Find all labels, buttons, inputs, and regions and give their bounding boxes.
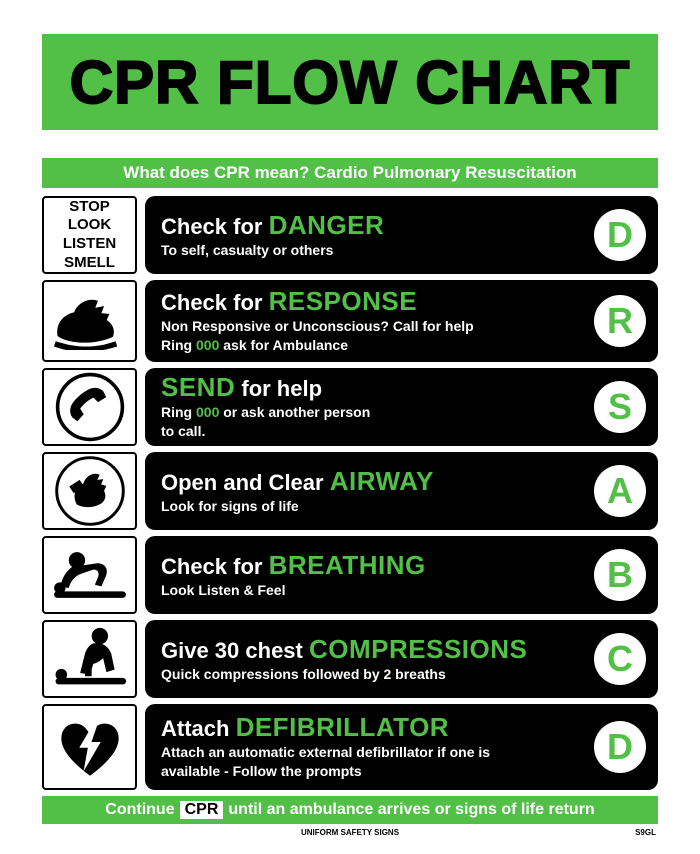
bottom-band: Continue CPR until an ambulance arrives …: [42, 796, 658, 824]
bottom-bar-prefix: Continue: [105, 801, 175, 818]
step-detail-line: Look Listen & Feel: [161, 581, 286, 598]
step-letter: D: [607, 726, 633, 767]
poster-title-band: CPR FLOW CHART: [42, 34, 658, 130]
step-letter: B: [607, 554, 633, 595]
step-letter-badge: A: [594, 465, 646, 517]
icon-word: LISTEN: [62, 235, 117, 252]
step-detail-line: Non Responsive or Unconscious? Call for …: [161, 317, 474, 334]
step-detail-line: Quick compressions followed by 2 breaths: [161, 665, 446, 682]
step-letter-badge: D: [594, 721, 646, 773]
step-heading: SEND for help: [161, 372, 323, 403]
check-breathing-icon: [42, 536, 137, 614]
step-heading: Check for BREATHING: [161, 549, 426, 580]
unconscious-person-icon: [42, 280, 137, 362]
bottom-bar-suffix: until an ambulance arrives or signs of l…: [228, 801, 595, 818]
step-letter-badge: D: [594, 209, 646, 261]
step-detail-line: Ring 000 or ask another person: [161, 403, 371, 420]
step-detail-line: available - Follow the prompts: [161, 763, 362, 780]
step-heading: Open and Clear AIRWAY: [161, 465, 434, 496]
subtitle-band: What does CPR mean? Cardio Pulmonary Res…: [42, 158, 658, 188]
sign-code: S9GL: [635, 828, 656, 837]
step-detail-line: To self, casualty or others: [161, 241, 334, 258]
step-detail-line: Ring 000 ask for Ambulance: [161, 337, 348, 354]
chest-compressions-icon: [42, 620, 137, 698]
icon-word: STOP: [69, 197, 110, 215]
poster-title: CPR FLOW CHART: [69, 48, 631, 117]
subtitle-text: What does CPR mean? Cardio Pulmonary Res…: [123, 163, 577, 182]
step-letter: S: [607, 386, 632, 427]
poster-footer: UNIFORM SAFETY SIGNS S9GL: [42, 828, 658, 837]
telephone-icon: [42, 368, 137, 446]
publisher-text: UNIFORM SAFETY SIGNS: [300, 828, 400, 837]
step-letter-badge: B: [594, 549, 646, 601]
head-tilt-airway-icon: [42, 452, 137, 530]
step-heading: Attach DEFIBRILLATOR: [161, 712, 450, 743]
defibrillator-heart-icon: [42, 704, 137, 790]
step-letter: R: [607, 300, 633, 341]
step-letter-badge: C: [594, 633, 646, 685]
step-letter-badge: R: [594, 295, 646, 347]
icon-word: SMELL: [64, 253, 115, 271]
step-letter-badge: S: [594, 381, 646, 433]
step-letter: D: [607, 214, 633, 255]
step-heading: Check for DANGER: [161, 209, 385, 240]
step-heading: Check for RESPONSE: [161, 286, 418, 317]
step-letter: A: [607, 470, 633, 511]
icon-word: LOOK: [67, 216, 112, 234]
step-detail-line: to call.: [161, 423, 206, 440]
cpr-chip: CPR: [179, 801, 224, 819]
step-detail-line: Look for signs of life: [161, 497, 299, 514]
step-letter: C: [607, 638, 633, 679]
step-heading: Give 30 chest COMPRESSIONS: [161, 633, 528, 664]
step-detail-line: Attach an automatic external defibrillat…: [161, 743, 491, 760]
